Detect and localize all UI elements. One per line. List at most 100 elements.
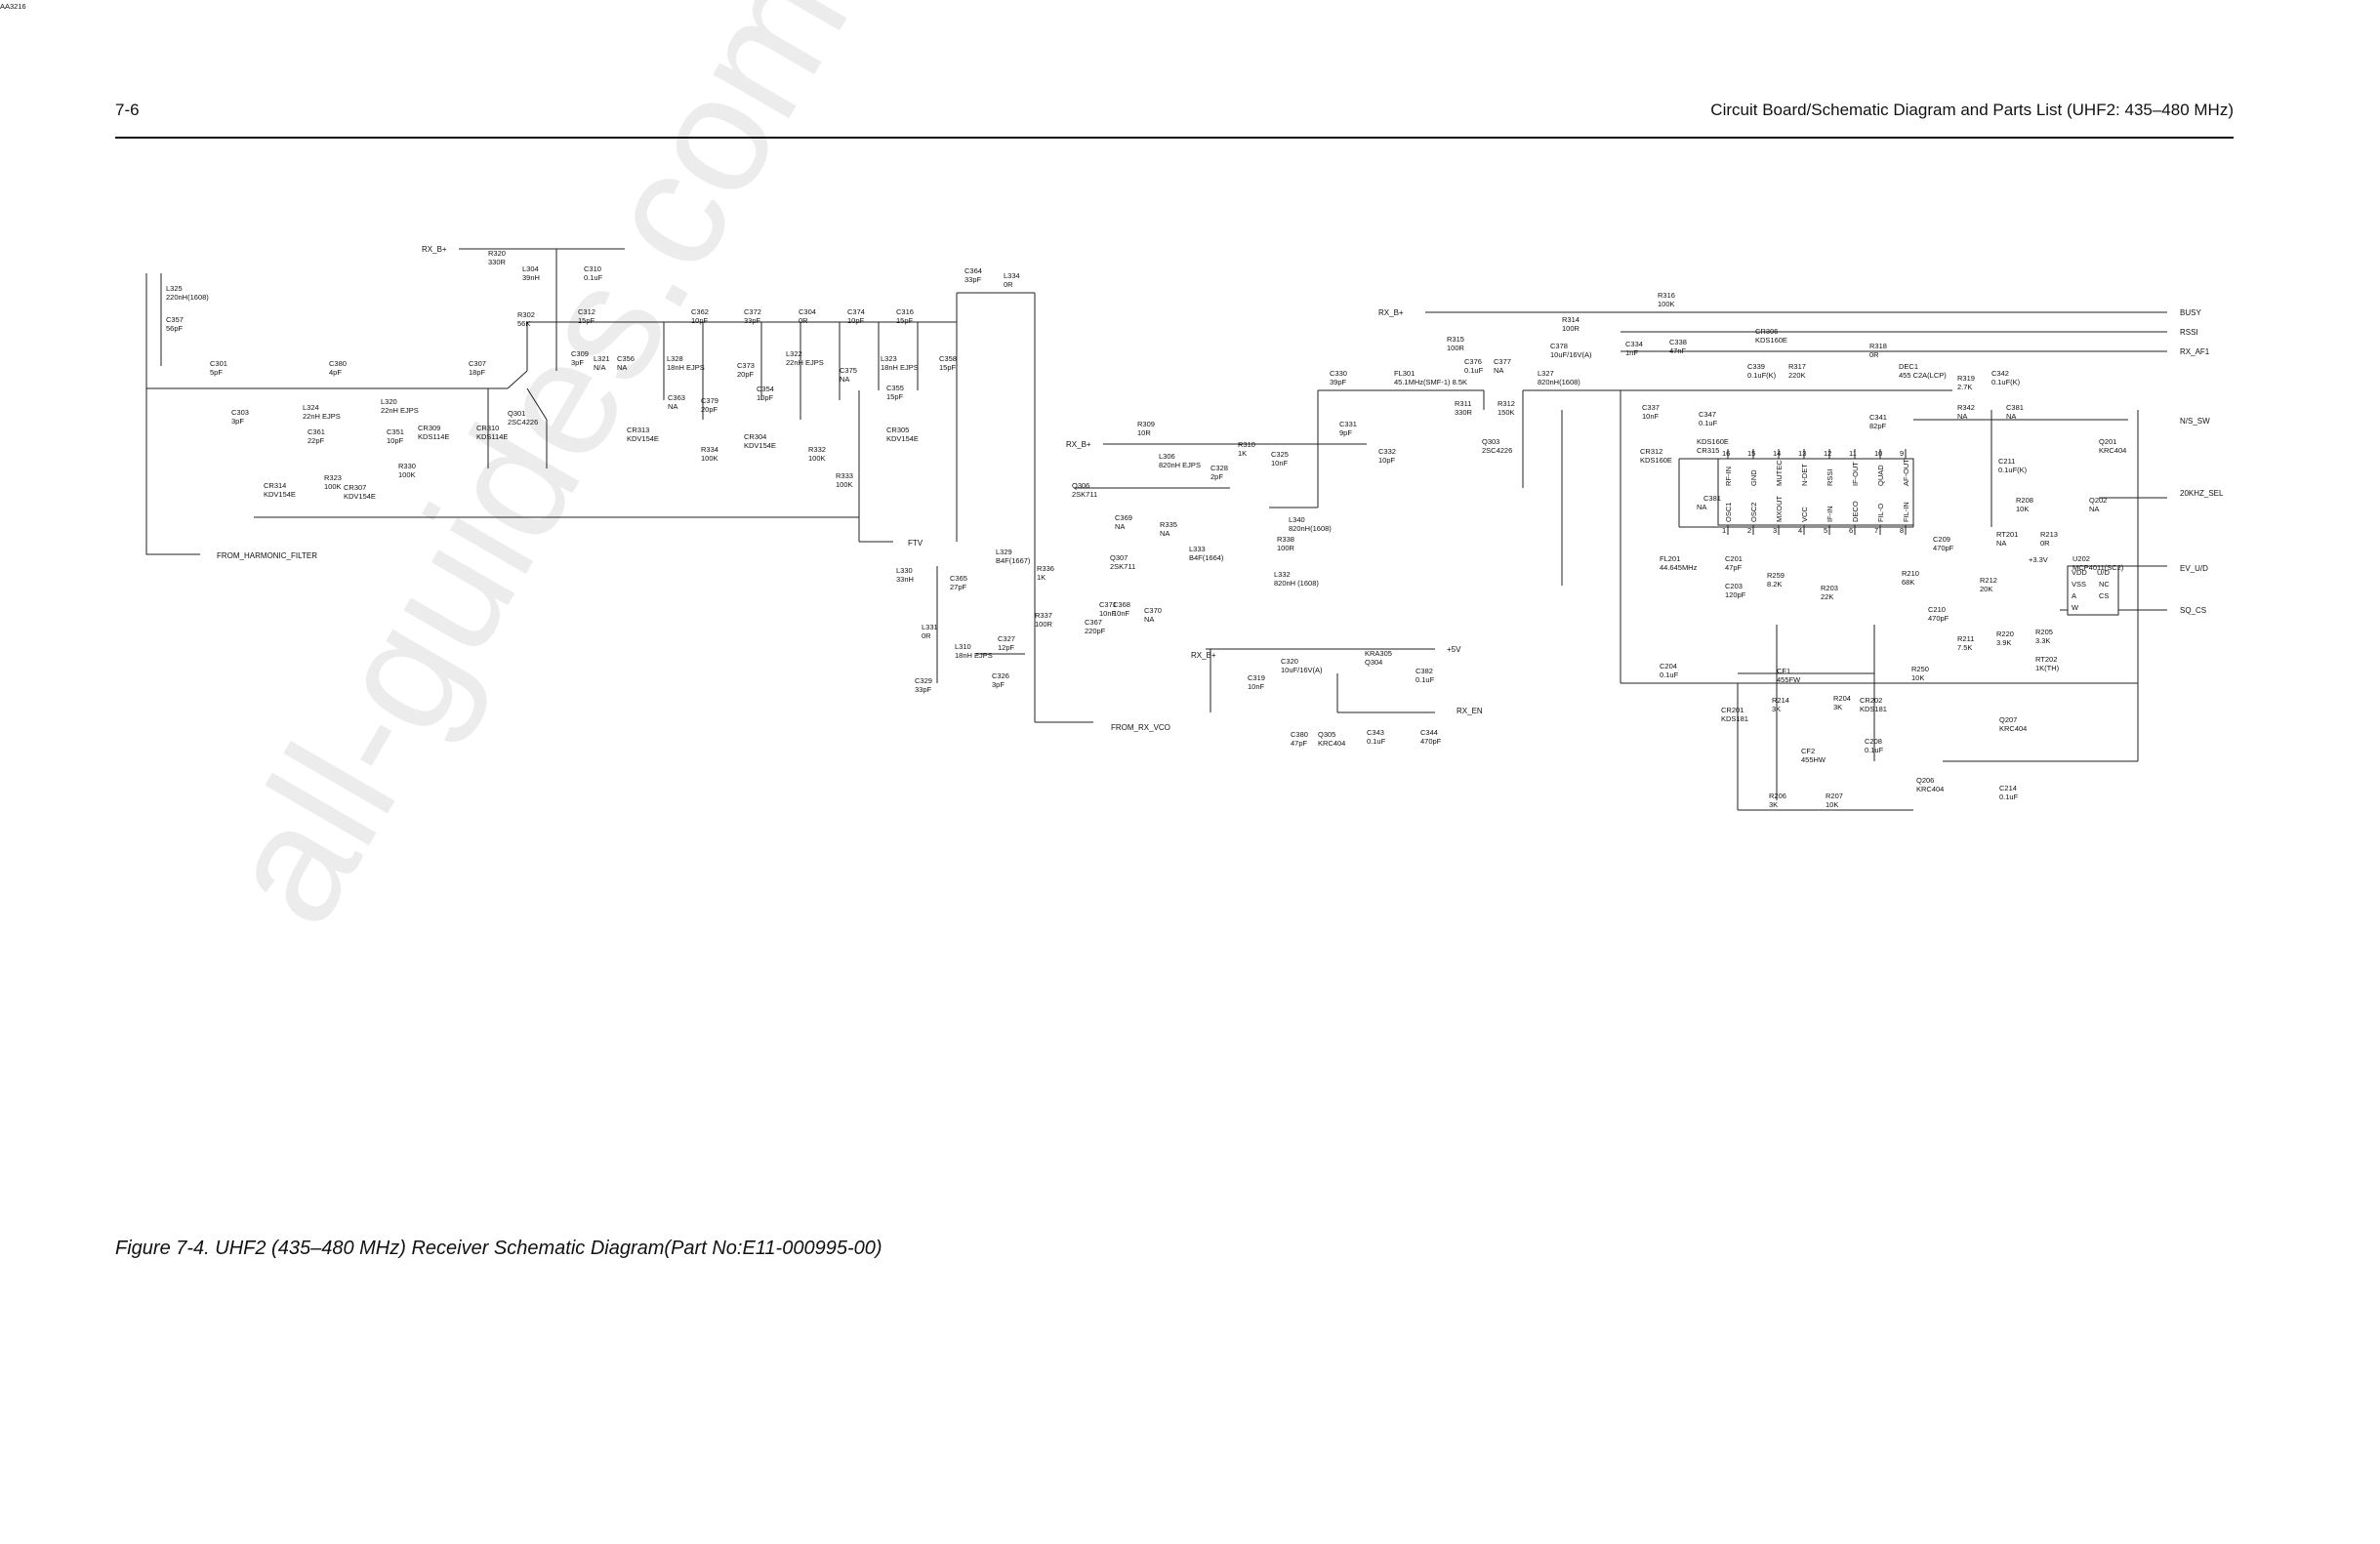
component-kra305-ref: KRA305 bbox=[1365, 649, 1392, 658]
component-l310-value: 18nH EJPS bbox=[955, 651, 993, 660]
component-c331-value: 9pF bbox=[1339, 428, 1352, 437]
component-c214-value: 0.1uF bbox=[1999, 792, 2019, 801]
component-r314-value: 100R bbox=[1562, 324, 1580, 333]
component-c363-ref: C363 bbox=[668, 393, 685, 402]
component-u202-ref: U202 bbox=[2072, 554, 2090, 563]
component-r309-ref: R309 bbox=[1137, 420, 1155, 428]
component-c370-ref: C370 bbox=[1144, 606, 1162, 615]
component-cr306-ref: CR306 bbox=[1755, 327, 1778, 336]
component-cr306-value: KDS160E bbox=[1755, 336, 1787, 345]
component-cr305-ref: CR305 bbox=[886, 426, 909, 434]
component-r207-ref: R207 bbox=[1826, 792, 1843, 800]
component-c326-ref: C326 bbox=[992, 671, 1009, 680]
page-header-title: Circuit Board/Schematic Diagram and Part… bbox=[1710, 101, 2234, 119]
u201-pin-label: AF-OUT bbox=[1902, 459, 1910, 486]
component-r316-value: 100K bbox=[1658, 300, 1675, 308]
component-c341-value: 82pF bbox=[1869, 422, 1887, 430]
component-r332-ref: R332 bbox=[808, 445, 826, 454]
component-cf2-ref: CF2 bbox=[1801, 747, 1815, 755]
net-20khz-sel: 20KHZ_SEL bbox=[2180, 489, 2224, 498]
component-c310-value: 0.1uF bbox=[584, 273, 603, 282]
component-c369-value: NA bbox=[1115, 522, 1125, 531]
component-c380b-ref: C380 bbox=[1291, 730, 1308, 739]
component-cr310-ref: CR310 bbox=[476, 424, 499, 432]
component-q202-ref: Q202 bbox=[2089, 496, 2107, 505]
component-c376-ref: C376 bbox=[1464, 357, 1482, 366]
component-c382-value: 0.1uF bbox=[1416, 675, 1435, 684]
component-l330-value: 33nH bbox=[896, 575, 914, 584]
component-r342-value: NA bbox=[1957, 412, 1967, 421]
component-c375-value: NA bbox=[840, 375, 849, 384]
component-r309-value: 10R bbox=[1137, 428, 1151, 437]
component-l333-ref: L333 bbox=[1189, 545, 1206, 553]
figure-caption: Figure 7-4. UHF2 (435–480 MHz) Receiver … bbox=[115, 1238, 882, 1259]
component-c382-ref: C382 bbox=[1416, 667, 1433, 675]
component-c380-ref: C380 bbox=[329, 359, 347, 368]
component-r323-value: 100K bbox=[324, 482, 342, 491]
component-q305-ref: Q305 bbox=[1318, 730, 1335, 739]
component-c347-value: 0.1uF bbox=[1699, 419, 1718, 427]
component-l332-value: 820nH (1608) bbox=[1274, 579, 1319, 588]
component-u202-value: MCP4011(SC2) bbox=[2072, 563, 2124, 572]
component-c372-value: 33pF bbox=[744, 316, 761, 325]
u201-pin-number: 5 bbox=[1824, 526, 1827, 535]
u201-pin-number: 10 bbox=[1874, 449, 1882, 458]
component-c380-value: 4pF bbox=[329, 368, 342, 377]
component-c211-ref: C211 bbox=[1998, 457, 2015, 466]
net-rssi: RSSI bbox=[2180, 328, 2198, 337]
component-labels: L325220nH(1608)C35756pFR320330RL30439nHC… bbox=[0, 0, 2126, 809]
component-q307-ref: Q307 bbox=[1110, 553, 1128, 562]
component-r203-value: 22K bbox=[1821, 592, 1833, 601]
u201-pin-number: 14 bbox=[1773, 449, 1781, 458]
component-c374-ref: C374 bbox=[847, 307, 865, 316]
component-q303-value: 2SC4226 bbox=[1482, 446, 1512, 455]
component-c344-value: 470pF bbox=[1420, 737, 1442, 746]
component-c320-ref: C320 bbox=[1281, 657, 1298, 666]
component-r302-value: 56K bbox=[517, 319, 530, 328]
component-c372-ref: C372 bbox=[744, 307, 761, 316]
component-cr305-value: KDV154E bbox=[886, 434, 919, 443]
component-l322-ref: L322 bbox=[786, 349, 802, 358]
component-c328-ref: C328 bbox=[1211, 464, 1228, 472]
component-c351-value: 10pF bbox=[387, 436, 404, 445]
component-c339-ref: C339 bbox=[1747, 362, 1765, 371]
component-l304-ref: L304 bbox=[522, 264, 539, 273]
component-l327-ref: L327 bbox=[1538, 369, 1554, 378]
net-rx-b-top: RX_B+ bbox=[422, 245, 447, 254]
u202-pin-label: VSS bbox=[2072, 580, 2086, 589]
component-l333-value: B4F(1664) bbox=[1189, 553, 1224, 562]
component-r205-value: 3.3K bbox=[2035, 636, 2050, 645]
component-r208-ref: R208 bbox=[2016, 496, 2033, 505]
component-r317-ref: R317 bbox=[1788, 362, 1806, 371]
component-r311-ref: R311 bbox=[1455, 399, 1471, 408]
component-c356-ref: C356 bbox=[617, 354, 635, 363]
component-l321-value: N/A bbox=[594, 363, 606, 372]
component-r204-value: 3K bbox=[1833, 703, 1842, 711]
component-rt201-value: NA bbox=[1996, 539, 2006, 548]
component-c354-value: 10pF bbox=[757, 393, 774, 402]
header-rule bbox=[115, 137, 2234, 139]
component-l329-value: B4F(1667) bbox=[996, 556, 1031, 565]
component-c209-ref: C209 bbox=[1933, 535, 1950, 544]
component-r212-ref: R212 bbox=[1980, 576, 1997, 585]
net-ftv: FTV bbox=[908, 539, 923, 548]
component-l328-value: 18nH EJPS bbox=[667, 363, 705, 372]
component-c204-value: 0.1uF bbox=[1660, 670, 1679, 679]
component-c373-value: 20pF bbox=[737, 370, 755, 379]
component-c209-value: 470pF bbox=[1933, 544, 1954, 552]
component-r318-value: 0R bbox=[1869, 350, 1879, 359]
component-c342-value: 0.1uF(K) bbox=[1991, 378, 2021, 386]
component-c319-value: 10nF bbox=[1248, 682, 1265, 691]
component-c329-value: 33pF bbox=[915, 685, 932, 694]
component-c354-ref: C354 bbox=[757, 385, 774, 393]
u201-pin-label: N-DET bbox=[1800, 464, 1809, 486]
component-c343-ref: C343 bbox=[1367, 728, 1384, 737]
u201-pin-number: 15 bbox=[1747, 449, 1755, 458]
component-r212-value: 20K bbox=[1980, 585, 1992, 593]
component-c301-value: 5pF bbox=[210, 368, 223, 377]
component-c327-value: 12pF bbox=[998, 643, 1015, 652]
component-rt202-ref: RT202 bbox=[2035, 655, 2057, 664]
component-c343-value: 0.1uF bbox=[1367, 737, 1386, 746]
component-c381-value: NA bbox=[2006, 412, 2016, 421]
